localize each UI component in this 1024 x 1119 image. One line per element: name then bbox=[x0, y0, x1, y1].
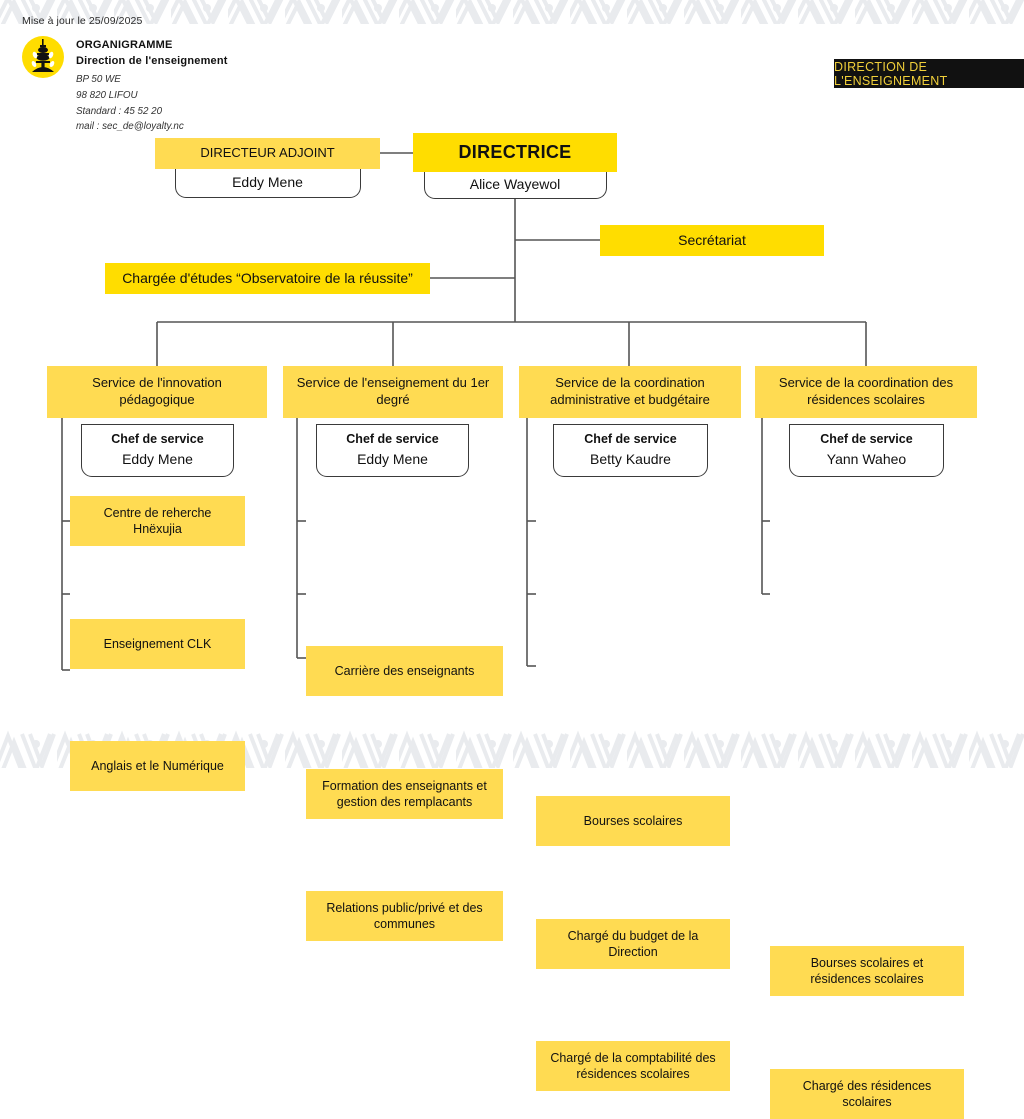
service-2-item-3[interactable]: Relations public/privé et des communes bbox=[306, 891, 503, 941]
service-3-item-2[interactable]: Chargé du budget de la Direction bbox=[536, 919, 730, 969]
chef-service-2-person: Eddy Mene bbox=[357, 450, 428, 467]
service-2-item-2[interactable]: Formation des enseignants et gestion des… bbox=[306, 769, 503, 819]
service-4-title: Service de la coordination des résidence… bbox=[755, 366, 977, 418]
node-service-innovation-pedagogique[interactable]: Service de l'innovation pédagogique bbox=[47, 366, 267, 418]
node-service-enseignement-1er-degre[interactable]: Service de l'enseignement du 1er degré bbox=[283, 366, 503, 418]
node-chef-service-4[interactable]: Chef de service Yann Waheo bbox=[789, 424, 944, 477]
directrice-name-box: Alice Wayewol bbox=[423, 172, 607, 199]
org-header: ORGANIGRAMME Direction de l'enseignement… bbox=[22, 36, 228, 135]
secretariat-title: Secrétariat bbox=[600, 225, 824, 256]
directeur-adjoint-name-box: Eddy Mene bbox=[174, 169, 361, 198]
chef-service-3-box: Chef de service Betty Kaudre bbox=[553, 424, 708, 477]
chef-service-1-box: Chef de service Eddy Mene bbox=[81, 424, 234, 477]
directeur-adjoint-title: DIRECTEUR ADJOINT bbox=[155, 138, 380, 169]
service-1-item-3[interactable]: Anglais et le Numérique bbox=[70, 741, 245, 791]
service-2-item-1[interactable]: Carrière des enseignants bbox=[306, 646, 503, 696]
chef-service-1-person: Eddy Mene bbox=[122, 450, 193, 467]
last-update-text: Mise à jour le 25/09/2025 bbox=[22, 15, 143, 27]
org-phone-line: Standard : 45 52 20 bbox=[76, 105, 163, 117]
node-service-coordination-residences[interactable]: Service de la coordination des résidence… bbox=[755, 366, 977, 418]
node-chef-service-3[interactable]: Chef de service Betty Kaudre bbox=[553, 424, 708, 477]
service-1-title: Service de l'innovation pédagogique bbox=[47, 366, 267, 418]
directeur-adjoint-person: Eddy Mene bbox=[232, 174, 303, 191]
service-1-item-2[interactable]: Enseignement CLK bbox=[70, 619, 245, 669]
chef-service-3-person: Betty Kaudre bbox=[590, 450, 671, 467]
directrice-person: Alice Wayewol bbox=[469, 176, 561, 193]
totem-fleche-faitiere-icon bbox=[22, 36, 64, 78]
directrice-title: DIRECTRICE bbox=[413, 133, 617, 172]
service-3-item-1[interactable]: Bourses scolaires bbox=[536, 796, 730, 846]
node-chef-service-2[interactable]: Chef de service Eddy Mene bbox=[316, 424, 469, 477]
connector-lines bbox=[61, 152, 867, 671]
org-subtitle: Direction de l'enseignement bbox=[76, 54, 228, 67]
node-directrice[interactable]: DIRECTRICE Alice Wayewol bbox=[413, 133, 617, 199]
service-1-item-1[interactable]: Centre de reherche Hnëxujia bbox=[70, 496, 245, 546]
direction-badge: DIRECTION DE L'ENSEIGNEMENT bbox=[834, 59, 1024, 88]
chef-service-4-role: Chef de service bbox=[820, 432, 913, 446]
service-3-title: Service de la coordination administrativ… bbox=[519, 366, 741, 418]
node-chargee-etudes[interactable]: Chargée d'études “Observatoire de la réu… bbox=[105, 263, 430, 294]
org-mail-line: mail : sec_de@loyalty.nc bbox=[76, 121, 184, 133]
decorative-pattern-top bbox=[0, 0, 1024, 24]
chef-service-2-box: Chef de service Eddy Mene bbox=[316, 424, 469, 477]
chef-service-4-person: Yann Waheo bbox=[826, 450, 907, 467]
org-chart: DIRECTEUR ADJOINT Eddy Mene DIRECTRICE A… bbox=[47, 133, 977, 1119]
node-secretariat[interactable]: Secrétariat bbox=[600, 225, 824, 256]
service-4-item-2[interactable]: Chargé des résidences scolaires bbox=[770, 1069, 964, 1119]
node-directeur-adjoint[interactable]: DIRECTEUR ADJOINT Eddy Mene bbox=[155, 138, 380, 198]
chef-service-4-box: Chef de service Yann Waheo bbox=[789, 424, 944, 477]
chef-service-1-role: Chef de service bbox=[111, 432, 204, 446]
service-3-item-3[interactable]: Chargé de la comptabilité des résidences… bbox=[536, 1041, 730, 1091]
service-4-item-1[interactable]: Bourses scolaires et résidences scolaire… bbox=[770, 946, 964, 996]
org-address-line-1: BP 50 WE bbox=[76, 73, 121, 85]
org-title: ORGANIGRAMME bbox=[76, 39, 173, 51]
org-address-line-2: 98 820 LIFOU bbox=[76, 89, 138, 101]
node-chef-service-1[interactable]: Chef de service Eddy Mene bbox=[81, 424, 234, 477]
service-2-title: Service de l'enseignement du 1er degré bbox=[283, 366, 503, 418]
chef-service-3-role: Chef de service bbox=[584, 432, 677, 446]
node-service-coordination-administrative[interactable]: Service de la coordination administrativ… bbox=[519, 366, 741, 418]
chargee-etudes-title: Chargée d'études “Observatoire de la réu… bbox=[105, 263, 430, 294]
chef-service-2-role: Chef de service bbox=[346, 432, 439, 446]
